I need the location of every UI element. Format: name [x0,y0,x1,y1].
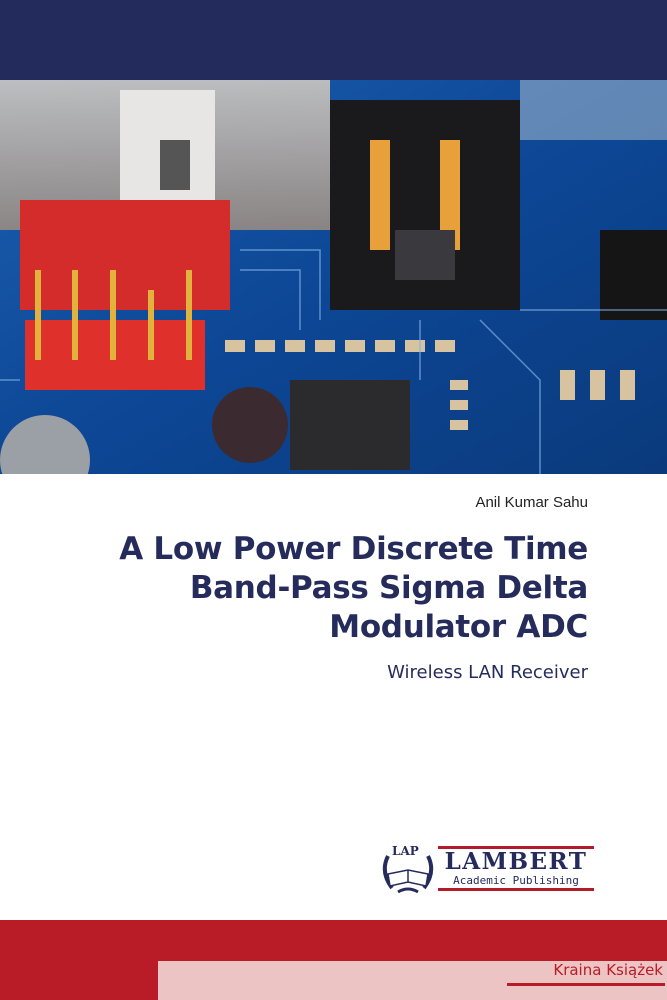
cover-photo-circuit-board [0,80,667,474]
book-title: A Low Power Discrete Time Band-Pass Sigm… [0,530,588,647]
book-subtitle: Wireless LAN Receiver [387,662,588,683]
publisher-logo: LAP LAMBERT Academic Publishing [380,842,596,896]
publisher-name: LAMBERT [444,848,588,875]
top-band [0,0,667,80]
publisher-tagline: Academic Publishing [453,874,579,887]
logo-badge-text: LAP [392,844,419,858]
title-line: A Low Power Discrete Time [119,531,588,567]
laurel-book-icon [382,855,434,894]
watermark-underline [507,983,665,986]
watermark-text: Kraina Książek [553,961,663,979]
watermark-strip: Kraina Książek [158,961,667,1000]
title-line: Modulator ADC [329,609,588,645]
title-line: Band-Pass Sigma Delta [189,570,588,606]
author-name: Anil Kumar Sahu [475,494,588,511]
